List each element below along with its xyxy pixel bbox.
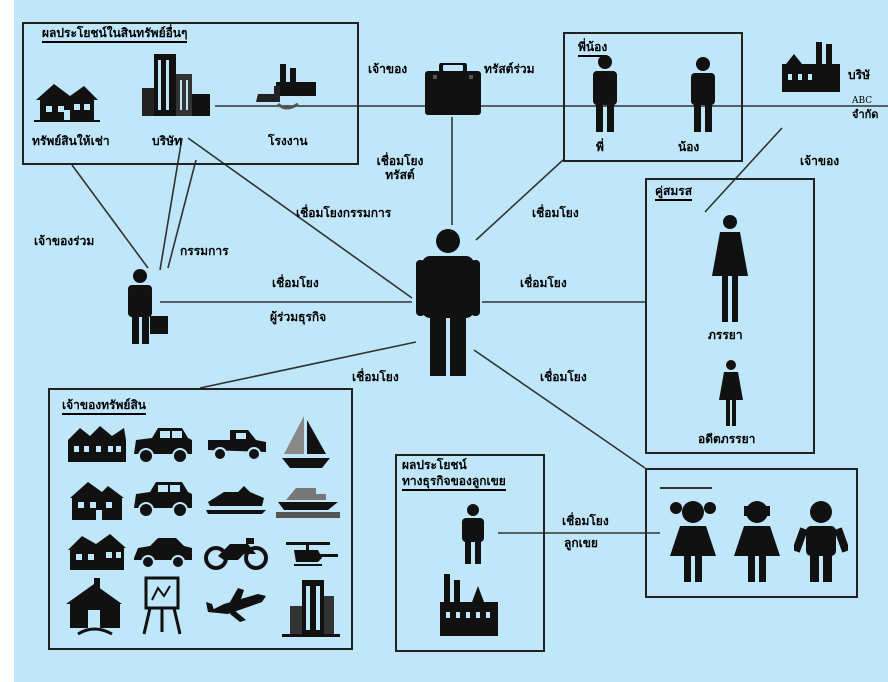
company-right-label: บริษั bbox=[848, 68, 870, 82]
helicopter-icon bbox=[286, 542, 338, 566]
partner-link-label: เชื่อมโยง bbox=[272, 276, 319, 290]
children-box bbox=[645, 468, 858, 598]
son-in-law-label: ลูกเขย bbox=[564, 536, 598, 550]
co-owner-label: เจ้าของร่วม bbox=[34, 234, 95, 248]
condo-building-icon bbox=[282, 580, 340, 637]
factory-icon bbox=[782, 42, 840, 92]
briefcase-icon bbox=[425, 63, 481, 115]
son-in-law-box bbox=[395, 454, 545, 652]
younger-sibling-label: น้อง bbox=[678, 140, 700, 154]
woman-icon bbox=[712, 215, 748, 322]
factory-label: โรงงาน bbox=[268, 134, 308, 148]
director-to-partner-line bbox=[159, 137, 183, 271]
trust-link-label: เชื่อมโยงทรัสต์ bbox=[372, 154, 428, 182]
mansion-icon bbox=[68, 426, 126, 462]
classic-car-icon bbox=[134, 482, 192, 518]
son-in-law-link-label: เชื่อมโยง bbox=[562, 514, 609, 528]
other-assets-title: ผลประโยชน์ในสินทรัพย์อื่นๆ bbox=[42, 26, 188, 43]
person-icon bbox=[691, 57, 715, 132]
director-link-label: เชื่อมโยงกรรมการ bbox=[296, 206, 392, 220]
siblings-line bbox=[475, 159, 564, 241]
snowmobile-icon bbox=[206, 486, 266, 514]
barn-icon bbox=[66, 578, 122, 636]
trust-link-text-2: ทรัสต์ bbox=[385, 168, 415, 182]
motorcycle-icon bbox=[204, 538, 268, 570]
owner-right-label: เจ้าของ bbox=[800, 154, 840, 168]
girl-icon bbox=[734, 501, 780, 582]
rental-property-label: ทรัพย์สินให้เช่า bbox=[32, 134, 110, 148]
asset-owner-title: เจ้าของทรัพย์สิน bbox=[62, 398, 146, 415]
pickup-truck-icon bbox=[208, 430, 266, 461]
children-line bbox=[473, 349, 646, 469]
owner-label: เจ้าของ bbox=[368, 62, 408, 76]
spouse-box bbox=[645, 178, 815, 454]
house-icon bbox=[68, 534, 126, 570]
person-icon bbox=[416, 229, 480, 376]
sailboat-icon bbox=[282, 416, 330, 468]
trustee-label: ทรัสต์ร่วม bbox=[484, 62, 535, 76]
director-label: กรรมการ bbox=[180, 244, 229, 258]
house-icon bbox=[70, 482, 124, 520]
factory-icon bbox=[256, 64, 316, 110]
office-building-icon bbox=[142, 54, 210, 116]
company-label: บริษัท bbox=[152, 134, 182, 148]
girl-icon bbox=[670, 501, 716, 582]
spouse-title: คู่สมรส bbox=[655, 184, 693, 201]
elder-sibling-label: พี่ bbox=[596, 140, 604, 154]
assets-link-label: เชื่อมโยง bbox=[352, 370, 399, 384]
yacht-icon bbox=[276, 488, 340, 518]
car-icon bbox=[134, 538, 192, 569]
easel-icon bbox=[142, 576, 182, 635]
assets-line bbox=[199, 341, 417, 389]
person-icon bbox=[462, 504, 484, 564]
wife-label: ภรรยา bbox=[708, 328, 743, 342]
company-to-partner-line bbox=[167, 159, 197, 269]
children-link-label: เชื่อมโยง bbox=[540, 370, 587, 384]
other-assets-box bbox=[22, 22, 359, 165]
siblings-link-label: เชื่อมโยง bbox=[532, 206, 579, 220]
factory-icon bbox=[440, 574, 498, 636]
siblings-box bbox=[563, 32, 743, 162]
son-in-law-title-2: ทางธุรกิจของลูกเขย bbox=[402, 474, 506, 491]
person-icon bbox=[128, 269, 168, 344]
asset-owner-box bbox=[48, 388, 353, 650]
classic-car-icon bbox=[134, 428, 192, 464]
trust-link-text-1: เชื่อมโยง bbox=[376, 154, 424, 168]
business-partner-label: ผู้ร่วมธุรกิจ bbox=[270, 310, 327, 324]
siblings-title: พี่น้อง bbox=[578, 40, 608, 57]
son-in-law-title-1: ผลประโยชน์ bbox=[402, 458, 467, 472]
house-icon bbox=[34, 84, 100, 122]
company-right-label-2: จำกัด bbox=[852, 108, 879, 121]
airplane-icon bbox=[206, 588, 266, 622]
company-owner-line bbox=[704, 127, 783, 213]
spouse-link-label: เชื่อมโยง bbox=[520, 276, 567, 290]
abc-label: ABC bbox=[852, 96, 873, 106]
woman-icon bbox=[719, 360, 743, 426]
co-owner-line bbox=[71, 164, 149, 269]
boy-icon bbox=[794, 501, 848, 582]
ex-wife-label: อดีตภรรยา bbox=[698, 432, 756, 446]
person-icon bbox=[593, 55, 617, 132]
